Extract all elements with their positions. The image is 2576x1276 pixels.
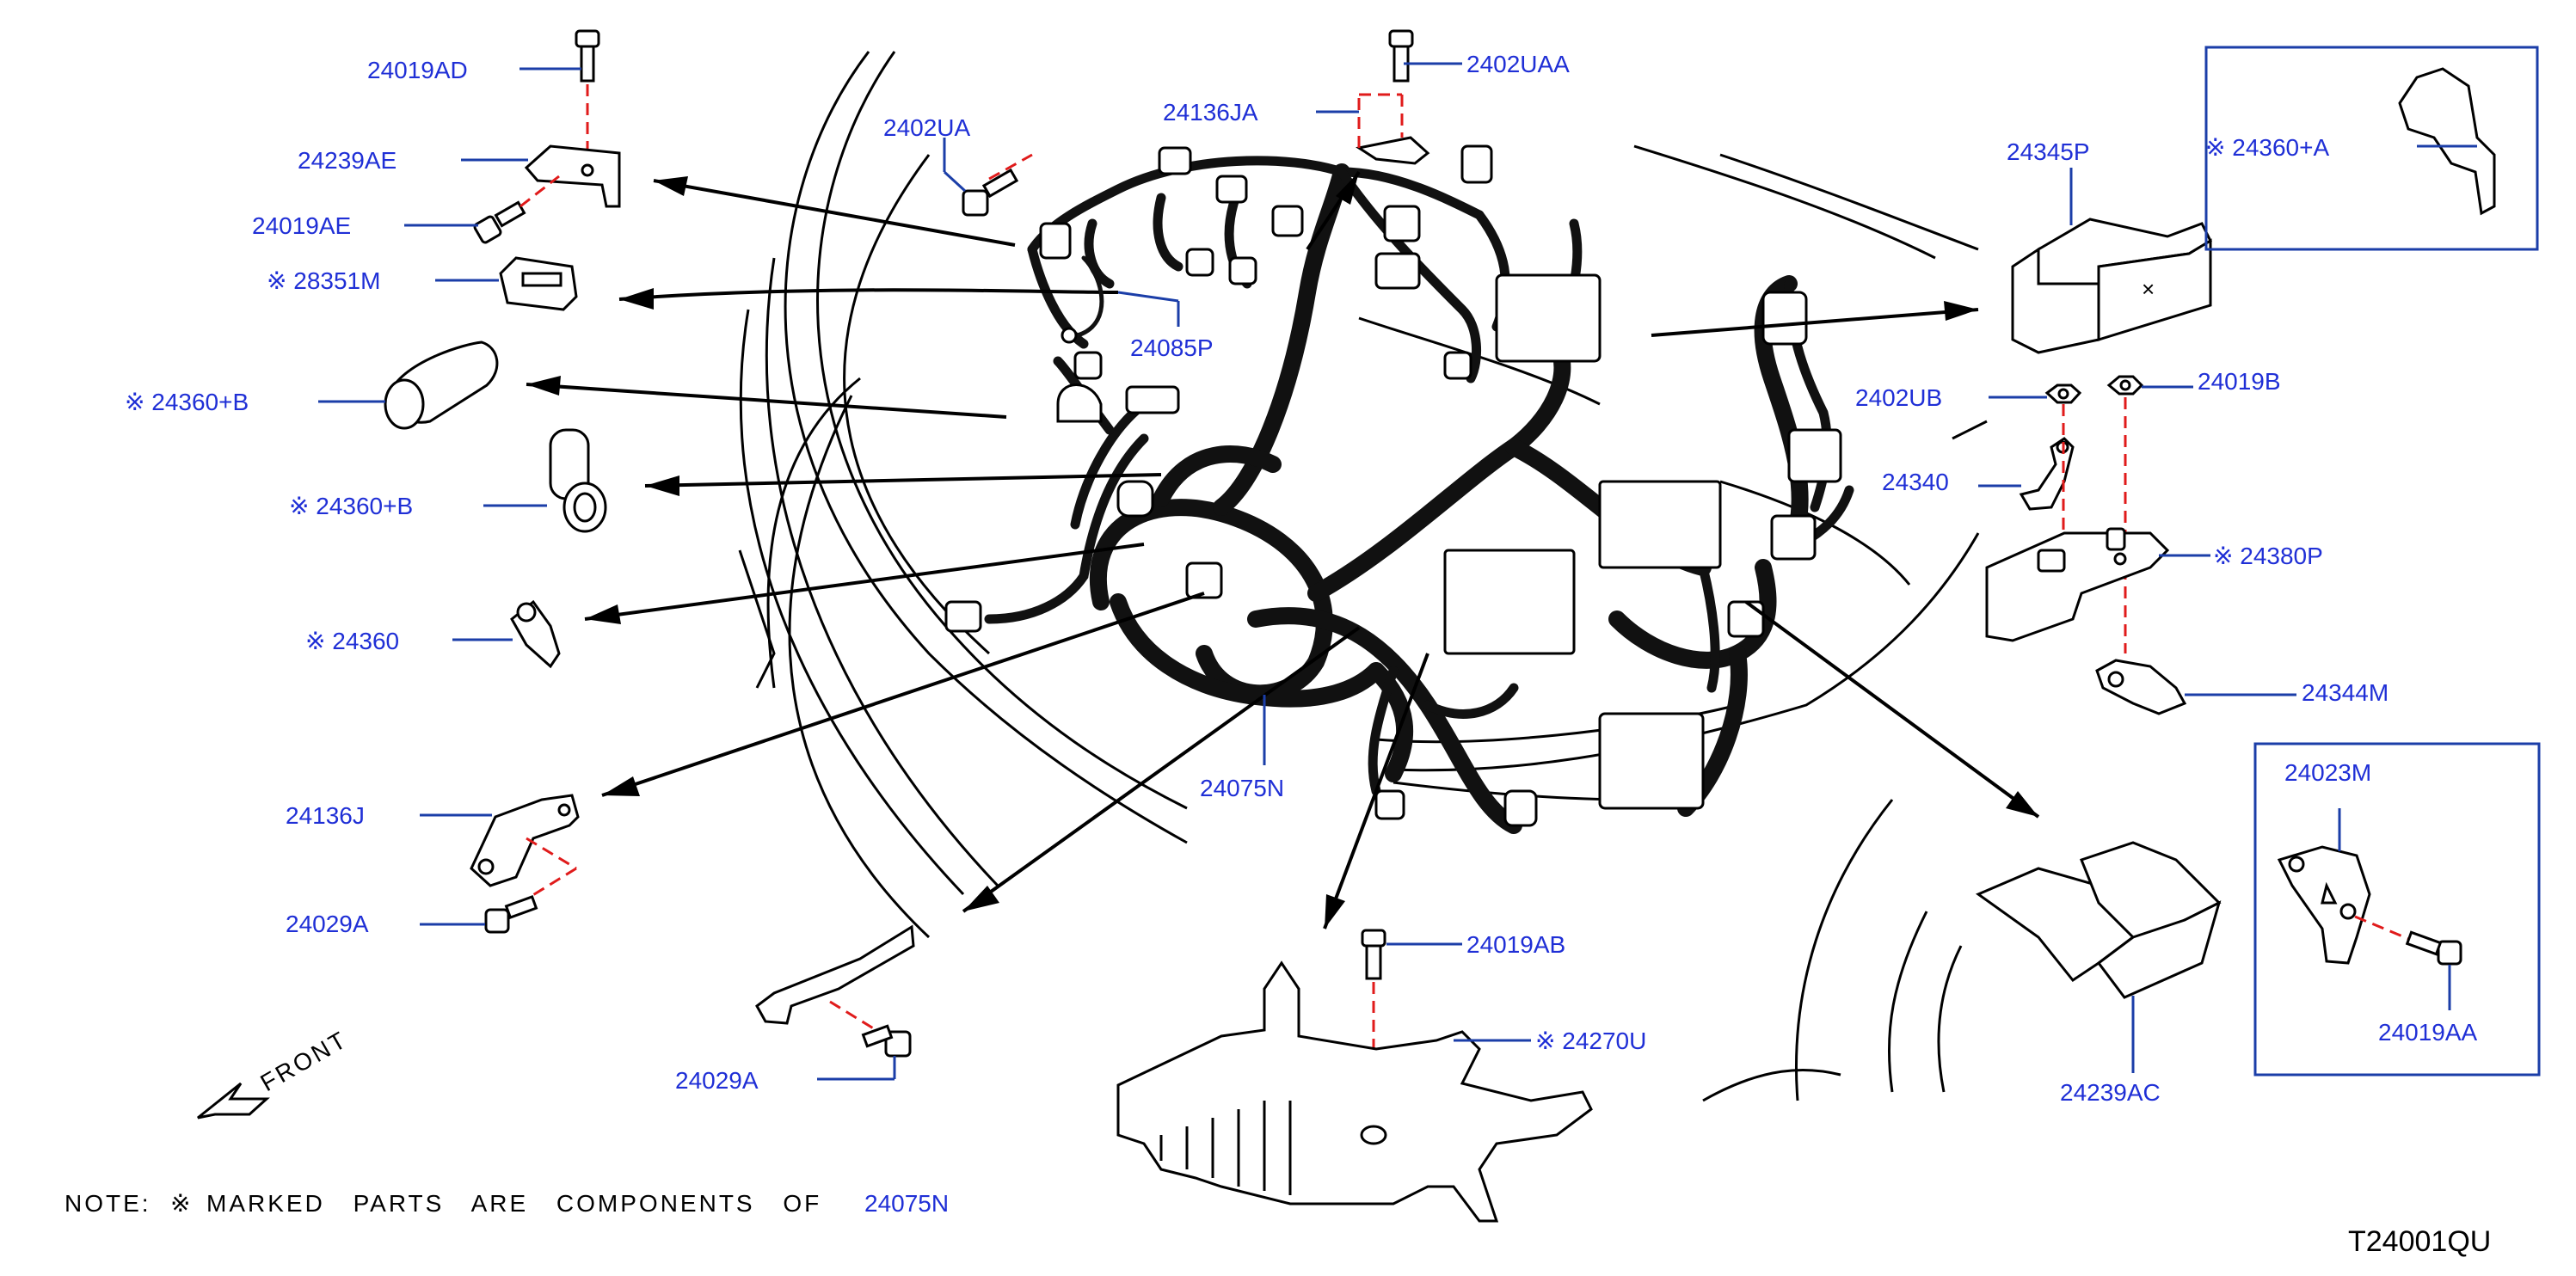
boot-24360B-2[interactable] (483, 428, 607, 533)
battery-terminal-24344M[interactable] (2095, 659, 2296, 715)
note-prefix: NOTE: (65, 1190, 151, 1217)
bolt-24029A-2[interactable] (817, 1024, 912, 1081)
inset-box-24360A (2204, 46, 2539, 251)
label-2402UB[interactable]: 2402UB (1855, 384, 1942, 411)
label-24019B[interactable]: 24019B (2198, 368, 2281, 395)
bolt-24019AE[interactable] (404, 200, 526, 244)
label-2402UA[interactable]: 2402UA (883, 114, 971, 141)
bolt-2402UAA[interactable] (1388, 29, 1462, 83)
label-24019AA[interactable]: 24019AA (2378, 1019, 2478, 1046)
bolt-24019AD[interactable] (520, 29, 600, 83)
note-line: NOTE: ※ MARKED PARTS ARE COMPONENTS OF 2… (65, 1190, 949, 1217)
label-28351M[interactable]: ※ 28351M (267, 267, 380, 294)
label-24023M[interactable]: 24023M (2284, 759, 2371, 786)
fusible-link-24380P[interactable] (1985, 527, 2210, 642)
label-24360A[interactable]: ※ 24360+A (2205, 134, 2329, 161)
label-24360B-2[interactable]: ※ 24360+B (289, 493, 413, 519)
bracket-24136J[interactable] (420, 794, 580, 887)
label-24136JA[interactable]: 24136JA (1163, 99, 1258, 126)
cover-24239AC[interactable] (1975, 841, 2222, 1073)
cap-24360A[interactable] (2398, 67, 2496, 216)
label-24270U[interactable]: ※ 24270U (1535, 1028, 1646, 1054)
label-2402UAA[interactable]: 2402UAA (1466, 51, 1570, 77)
nut-2402UB[interactable] (1989, 383, 2082, 404)
diagram-code: T24001QU (2348, 1225, 2491, 1258)
bolt-24019AA[interactable] (2405, 930, 2462, 1010)
note-part-24075N[interactable]: 24075N (864, 1190, 949, 1217)
label-24360B-1[interactable]: ※ 24360+B (125, 389, 249, 415)
bracket-24270U[interactable] (1116, 960, 1593, 1223)
clip-28351M[interactable] (435, 256, 578, 311)
main-harness-24075N[interactable] (944, 144, 1854, 834)
label-24019AE[interactable]: 24019AE (252, 212, 351, 239)
clip-24136JA[interactable] (1316, 93, 1430, 165)
label-24345P[interactable]: 24345P (2007, 138, 2090, 165)
note-mark: ※ (170, 1190, 193, 1217)
label-24360[interactable]: ※ 24360 (305, 628, 399, 654)
label-24029A-1[interactable]: 24029A (286, 911, 369, 937)
ground-wire-24085P[interactable] (1061, 255, 1180, 344)
label-24085P[interactable]: 24085P (1130, 334, 1214, 361)
label-24136J[interactable]: 24136J (286, 802, 365, 829)
label-24075N[interactable]: 24075N (1200, 775, 1284, 801)
label-24019AB[interactable]: 24019AB (1466, 931, 1565, 958)
svg-text:×: × (2142, 276, 2155, 302)
front-direction-indicator: FRONT (197, 1026, 353, 1120)
bolt-line-24029A-1b (520, 867, 577, 905)
label-24340[interactable]: 24340 (1882, 469, 1949, 495)
cap-24360[interactable] (452, 599, 561, 669)
label-24239AC[interactable]: 24239AC (2060, 1079, 2161, 1106)
front-label: FRONT (256, 1026, 353, 1097)
nut-24019B[interactable] (2106, 375, 2193, 396)
label-24344M[interactable]: 24344M (2302, 679, 2388, 706)
label-24019AD[interactable]: 24019AD (367, 57, 468, 83)
bracket-24023M[interactable] (2277, 808, 2371, 965)
pointer-arrows (526, 170, 2040, 929)
bracket-24029A-2[interactable] (755, 924, 915, 1038)
grommet-24360B-1[interactable] (318, 340, 499, 430)
bolt-24029A-1[interactable] (420, 895, 538, 934)
inset-box-24023M (2253, 742, 2541, 1077)
bolt-line-24019AE (520, 175, 560, 208)
bracket-24239AE[interactable] (461, 144, 621, 208)
part-labels: 24019AD 24239AE 24019AE ※ 28351M ※ 24360… (125, 51, 2478, 1106)
label-24380P[interactable]: ※ 24380P (2213, 543, 2323, 569)
label-24239AE[interactable]: 24239AE (298, 147, 397, 174)
bolt-2402UA[interactable] (943, 138, 1033, 217)
battery-cover-24345P[interactable]: × (2011, 168, 2212, 354)
bolt-24019AB[interactable] (1361, 929, 1462, 980)
terminal-24340[interactable] (1978, 437, 2075, 511)
note-text: MARKED PARTS ARE COMPONENTS OF (206, 1190, 821, 1217)
label-24029A-2[interactable]: 24029A (675, 1067, 759, 1094)
bolt-line-24029A-1 (526, 837, 577, 870)
